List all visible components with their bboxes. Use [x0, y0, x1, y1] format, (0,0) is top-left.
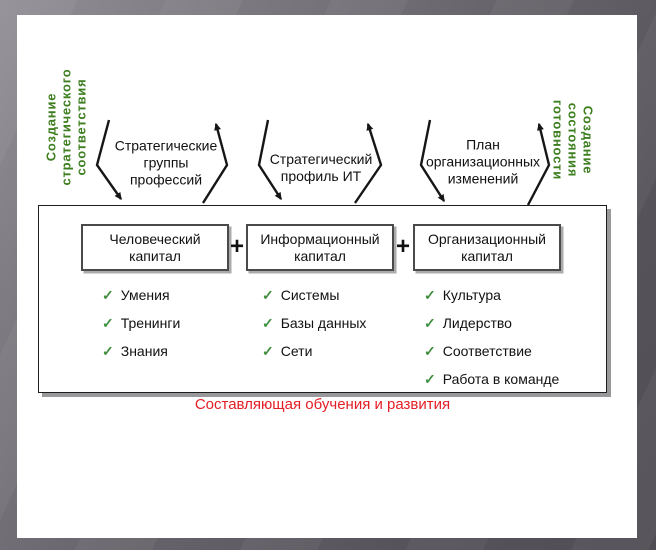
left-vertical-label-line1: Создание: [43, 92, 59, 162]
human-capital-title-line1: Человеческий: [109, 230, 201, 247]
slide-canvas: Создание стратегического соответствия Со…: [17, 15, 637, 538]
list-item-label: Системы: [280, 287, 340, 303]
list-item-label: Культура: [442, 287, 501, 303]
list-item: ✓ Культура: [424, 281, 559, 309]
list-item-label: Соответствие: [442, 343, 532, 359]
flow-label2-line2: профиль ИТ: [280, 168, 362, 184]
human-capital-box: Человеческий капитал: [81, 224, 229, 271]
list-item-label: Умения: [120, 287, 170, 303]
list-item: ✓ Тренинги: [102, 309, 180, 337]
list-item: ✓ Сети: [262, 337, 366, 365]
list-item-label: Базы данных: [280, 315, 367, 331]
list-item: ✓ Базы данных: [262, 309, 366, 337]
flow-label3-line3: изменений: [447, 170, 519, 187]
flow-label1-line2: группы: [143, 154, 189, 171]
information-capital-title-line1: Информационный: [260, 230, 380, 247]
check-icon: ✓: [424, 342, 436, 359]
check-icon: ✓: [262, 342, 274, 359]
list-item-label: Сети: [280, 343, 313, 359]
list-item: ✓ Системы: [262, 281, 366, 309]
flow-label-strategic-it-profile: Стратегический профиль ИТ: [270, 151, 373, 185]
left-vertical-label-line2: стратегического: [58, 68, 74, 186]
list-item: ✓ Работа в команде: [424, 365, 559, 393]
human-capital-title-line2: капитал: [129, 247, 181, 264]
plus-sign-1: +: [229, 233, 245, 260]
left-vertical-label-line3: соответствия: [73, 78, 89, 176]
check-icon: ✓: [102, 314, 114, 331]
right-vertical-label-line1: Создание: [580, 105, 596, 175]
check-icon: ✓: [424, 370, 436, 387]
check-icon: ✓: [262, 314, 274, 331]
check-icon: ✓: [424, 286, 436, 303]
flow-label3-line1: План: [466, 136, 500, 153]
list-item: ✓ Знания: [102, 337, 180, 365]
check-icon: ✓: [424, 314, 436, 331]
organizational-capital-title-line2: капитал: [461, 247, 513, 264]
check-icon: ✓: [262, 286, 274, 303]
organizational-capital-box: Организационный капитал: [413, 224, 561, 271]
organizational-capital-list: ✓ Культура ✓ Лидерство ✓ Соответствие ✓ …: [424, 281, 559, 393]
list-item-label: Лидерство: [442, 315, 512, 331]
right-vertical-label-line2: состояния: [565, 102, 581, 178]
flow-label1-line1: Стратегические: [114, 137, 218, 154]
right-vertical-label-line3: готовности: [550, 99, 566, 181]
information-capital-list: ✓ Системы ✓ Базы данных ✓ Сети: [262, 281, 366, 365]
human-capital-list: ✓ Умения ✓ Тренинги ✓ Знания: [102, 281, 180, 365]
right-vertical-label: Создание состояния готовности: [551, 100, 596, 180]
plus-sign-2: +: [395, 233, 411, 260]
check-icon: ✓: [102, 286, 114, 303]
list-item-label: Знания: [120, 343, 168, 359]
check-icon: ✓: [102, 342, 114, 359]
learning-growth-caption: Составляющая обучения и развития: [194, 396, 451, 413]
list-item: ✓ Лидерство: [424, 309, 559, 337]
flow-label2-line1: Стратегический: [269, 151, 373, 167]
information-capital-title-line2: капитал: [294, 247, 346, 264]
flow-label-strategic-job-groups: Стратегические группы профессий: [115, 138, 218, 189]
flow-label-org-change-plan: План организационных изменений: [426, 137, 540, 188]
list-item-label: Работа в команде: [442, 371, 560, 387]
capitals-container-box: Человеческий капитал + Информационный ка…: [38, 205, 607, 393]
information-capital-box: Информационный капитал: [246, 224, 394, 271]
list-item: ✓ Умения: [102, 281, 180, 309]
flow-label1-line3: профессий: [129, 171, 203, 188]
list-item: ✓ Соответствие: [424, 337, 559, 365]
left-vertical-label: Создание стратегического соответствия: [44, 68, 89, 185]
list-item-label: Тренинги: [120, 315, 181, 331]
flow-label3-line2: организационных: [425, 153, 541, 170]
organizational-capital-title-line1: Организационный: [428, 230, 546, 247]
